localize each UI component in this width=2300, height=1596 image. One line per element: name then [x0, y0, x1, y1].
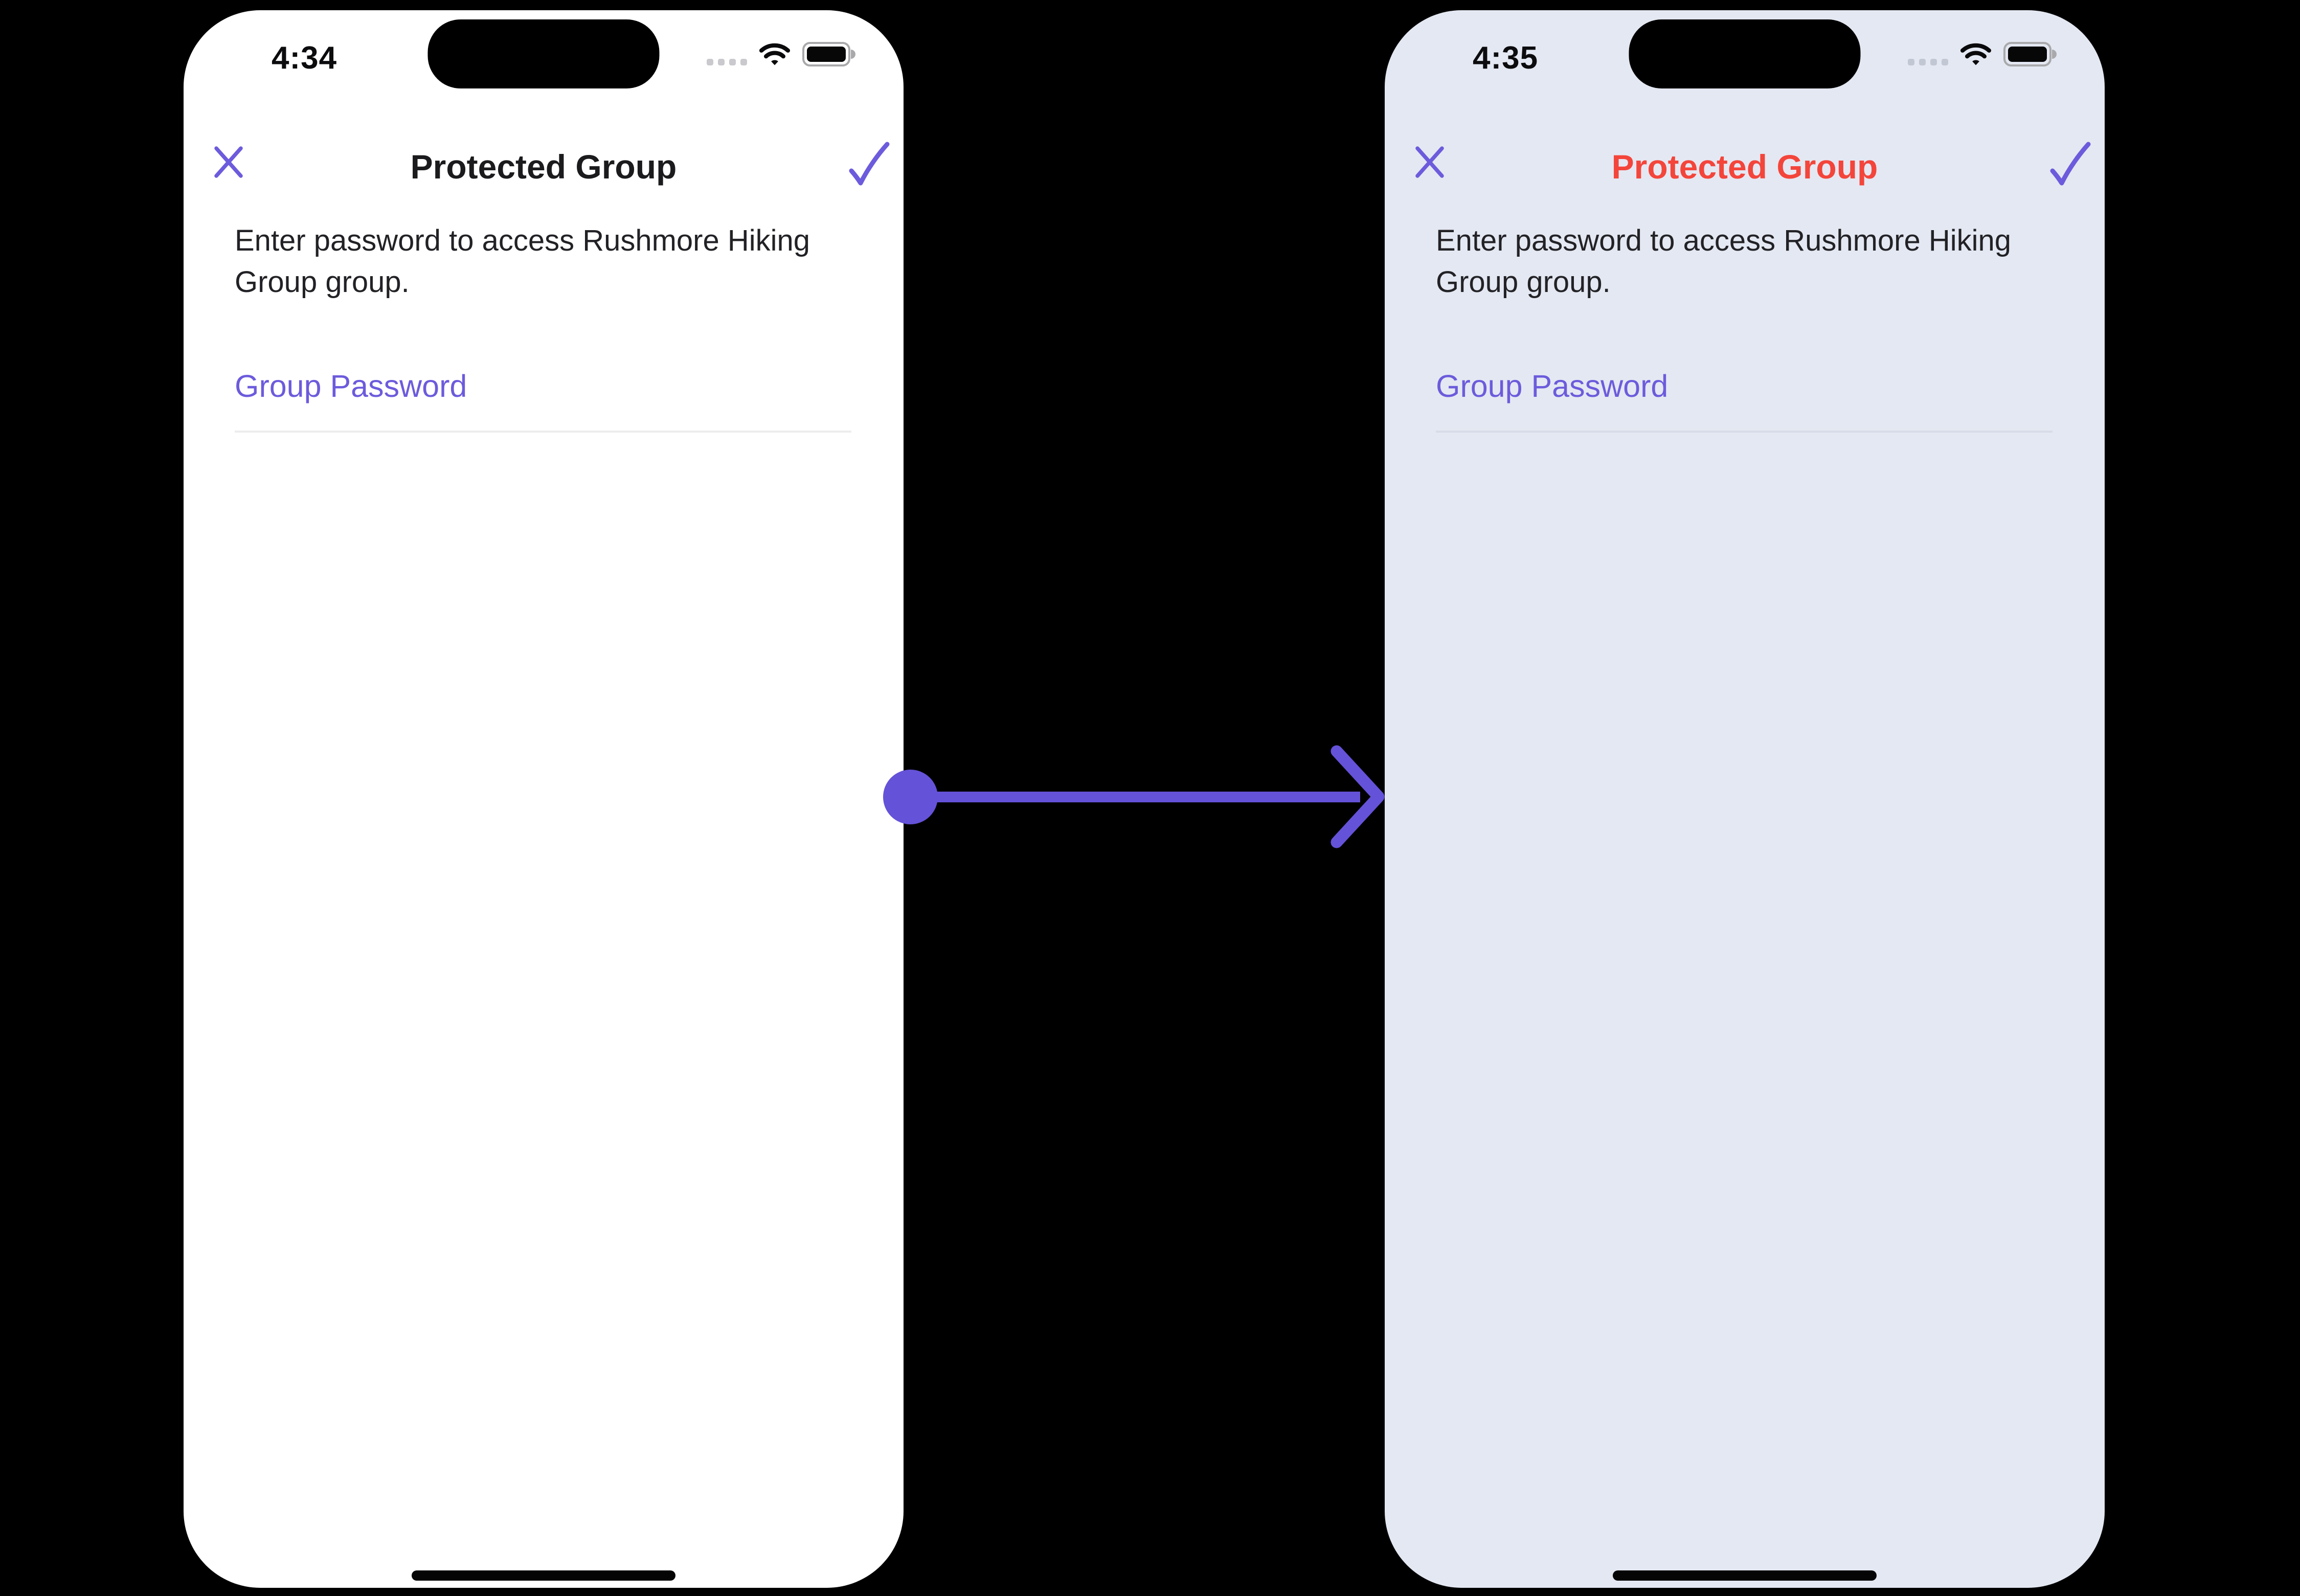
status-time: 4:35: [1473, 40, 1539, 76]
close-button[interactable]: [210, 142, 247, 182]
field-underline: [1436, 431, 2053, 433]
field-label: Group Password: [235, 369, 467, 403]
dynamic-island: [1629, 19, 1861, 88]
cellular-signal-dots-icon: [707, 59, 747, 65]
battery-icon: [802, 42, 855, 66]
close-button[interactable]: [1411, 142, 1448, 182]
status-bar-icons: [707, 42, 855, 66]
checkmark-icon: [849, 142, 890, 186]
group-password-field[interactable]: Group Password: [235, 368, 851, 435]
page-title: Protected Group: [1611, 148, 1878, 186]
arrow-line: [920, 792, 1360, 802]
description-text: Enter password to access Rushmore Hiking…: [1436, 224, 2012, 299]
battery-icon: [2003, 42, 2057, 66]
confirm-button[interactable]: [842, 137, 895, 193]
field-label: Group Password: [1436, 369, 1668, 403]
description-text: Enter password to access Rushmore Hiking…: [235, 224, 810, 299]
group-password-field[interactable]: Group Password: [1436, 368, 2053, 435]
x-icon: [1415, 146, 1444, 178]
status-time: 4:34: [272, 40, 337, 76]
wifi-icon: [759, 43, 791, 65]
home-indicator[interactable]: [1613, 1570, 1877, 1581]
wifi-icon: [1960, 43, 1992, 65]
checkmark-icon: [2050, 142, 2091, 186]
confirm-button[interactable]: [2043, 137, 2096, 193]
right-arrow-icon: [1331, 745, 1385, 848]
field-underline: [235, 431, 851, 433]
page-title: Protected Group: [410, 148, 677, 186]
cellular-signal-dots-icon: [1908, 59, 1948, 65]
dynamic-island: [427, 19, 660, 88]
status-bar-icons: [1908, 42, 2057, 66]
home-indicator[interactable]: [412, 1570, 675, 1581]
phone-screen-left: 4:34 Protected Group Enter password to a…: [184, 10, 904, 1588]
x-icon: [214, 146, 243, 178]
phone-screen-right: 4:35 Protected Group Enter password to a…: [1385, 10, 2105, 1588]
